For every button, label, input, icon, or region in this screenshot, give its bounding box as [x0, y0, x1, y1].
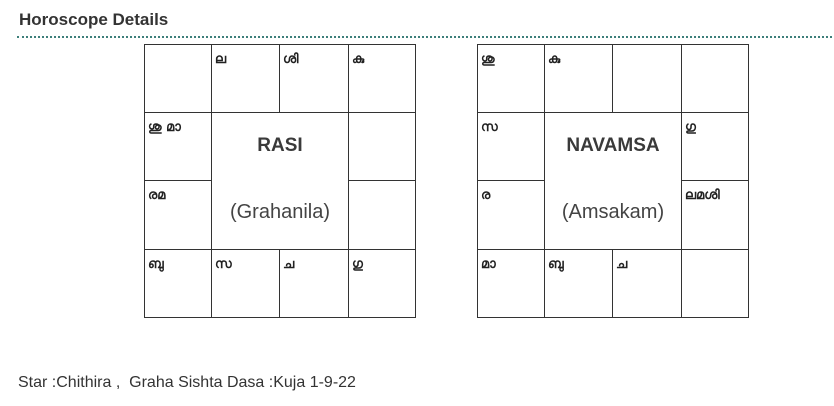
navamsa-cell-10: മാ	[477, 249, 545, 318]
navamsa-cell-5: ഗു	[681, 112, 749, 181]
rasi-cell-11: രമ	[144, 180, 212, 250]
navamsa-cell-12: സ	[477, 112, 545, 181]
navamsa-cell-6: ലമശി	[681, 180, 749, 250]
star-dasa-info: Star :Chithira , Graha Sishta Dasa :Kuja…	[18, 374, 356, 391]
rasi-cell-7: ഗു	[348, 249, 416, 318]
rasi-cell-6	[348, 180, 416, 250]
section-divider	[17, 36, 832, 38]
rasi-cell-1	[144, 44, 212, 113]
navamsa-cell-8: ച	[612, 249, 682, 318]
navamsa-subtitle: (Amsakam)	[561, 201, 665, 223]
navamsa-center: NAVAMSA (Amsakam)	[544, 112, 682, 250]
navamsa-chart: ശു കു സ ഗു ര ലമശി മാ ബു ച NAVAMSA (Amsak…	[477, 44, 749, 318]
rasi-cell-3: ശി	[279, 44, 349, 113]
rasi-title: RASI	[257, 135, 303, 156]
rasi-cell-4: കു	[348, 44, 416, 113]
navamsa-cell-11: ര	[477, 180, 545, 250]
rasi-cell-9: സ	[211, 249, 280, 318]
rasi-cell-5	[348, 112, 416, 181]
rasi-cell-10: ബു	[144, 249, 212, 318]
navamsa-cell-4	[681, 44, 749, 113]
navamsa-cell-3	[612, 44, 682, 113]
navamsa-cell-9: ബു	[544, 249, 613, 318]
section-title: Horoscope Details	[19, 10, 169, 29]
rasi-center: RASI (Grahanila)	[211, 112, 349, 250]
rasi-subtitle: (Grahanila)	[229, 201, 331, 223]
rasi-cell-8: ച	[279, 249, 349, 318]
rasi-chart: ല ശി കു ശു മാ രമ ബു സ ച ഗു RASI (Grahani…	[144, 44, 416, 318]
rasi-cell-2: ല	[211, 44, 280, 113]
navamsa-cell-2: കു	[544, 44, 613, 113]
navamsa-title: NAVAMSA	[566, 135, 660, 156]
rasi-cell-12: ശു മാ	[144, 112, 212, 181]
navamsa-cell-1: ശു	[477, 44, 545, 113]
navamsa-cell-7	[681, 249, 749, 318]
